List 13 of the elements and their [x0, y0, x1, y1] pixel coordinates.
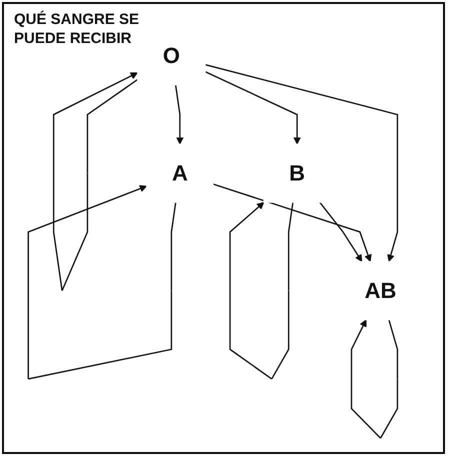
- node-text: O: [162, 42, 180, 68]
- arrow: [319, 202, 362, 262]
- arrow: [229, 202, 294, 380]
- node-text: A: [172, 160, 188, 186]
- arrow: [205, 71, 301, 144]
- arrow: [350, 319, 398, 439]
- arrow: [174, 84, 184, 144]
- node-text: AB: [364, 278, 396, 303]
- arrow: [205, 64, 398, 262]
- arrow: [28, 185, 176, 380]
- title: QUÉ SANGRE SE PUEDE RECIBIR: [14, 10, 140, 48]
- arrow: [52, 72, 138, 291]
- arrow: [212, 183, 372, 262]
